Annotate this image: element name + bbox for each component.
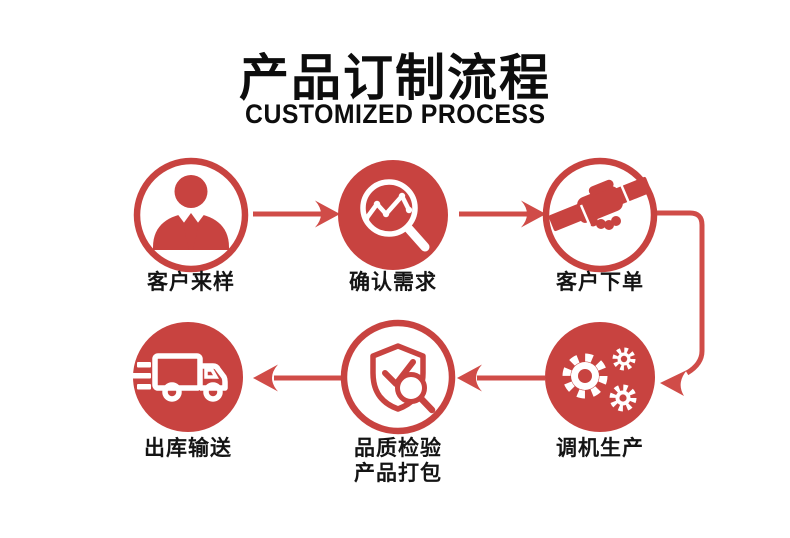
arrow-step2-to-step3 <box>459 200 546 228</box>
gears-icon <box>545 322 655 432</box>
step-label-5: 品质检验 产品打包 <box>298 436 498 486</box>
flow-step-5 <box>338 317 458 437</box>
flow-step-4 <box>540 317 660 437</box>
step-label-6: 出库输送 <box>144 436 232 460</box>
arrow-step1-to-step2 <box>253 200 340 228</box>
businessman-icon <box>133 157 249 273</box>
trend-magnifier-icon <box>338 160 448 270</box>
arrow-step4-to-step5 <box>457 364 545 392</box>
handshake-icon <box>542 157 658 273</box>
flow-step-1 <box>131 155 251 275</box>
page-subtitle: CUSTOMIZED PROCESS <box>0 99 790 130</box>
page-subtitle-text: CUSTOMIZED PROCESS <box>244 99 546 129</box>
connector-arrow-step3-to-step4 <box>657 210 705 396</box>
page-title: 产品订制流程 <box>239 48 551 107</box>
shield-check-magnifier-icon <box>340 319 456 435</box>
flow-step-2 <box>333 155 453 275</box>
step-label-3: 客户下单 <box>556 270 644 294</box>
flow-step-6 <box>128 317 248 437</box>
step-label-4: 调机生产 <box>556 436 644 460</box>
delivery-truck-icon <box>132 322 243 432</box>
arrow-step5-to-step6 <box>253 364 342 392</box>
step-label-1: 客户来样 <box>147 270 235 294</box>
flow-step-3 <box>540 155 660 275</box>
step-label-2: 确认需求 <box>349 270 437 294</box>
step-label-5-line1: 品质检验 <box>354 436 442 460</box>
step-label-5-line2: 产品打包 <box>354 461 442 486</box>
